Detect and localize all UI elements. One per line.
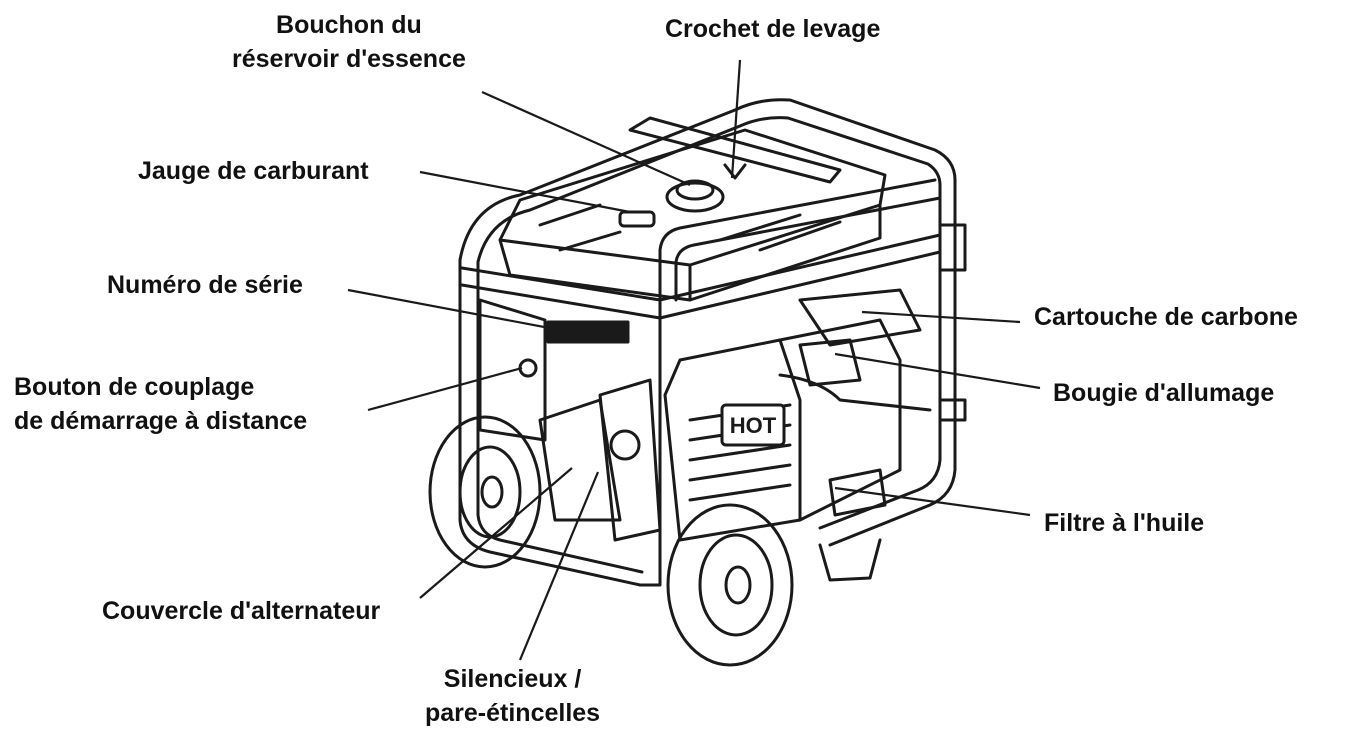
leader-lines <box>347 59 1041 661</box>
logo-badge <box>720 403 786 447</box>
fuel-gauge <box>618 210 656 228</box>
tank-rib <box>538 203 602 227</box>
label-bougie: Bougie d'allumage <box>1053 379 1275 407</box>
leader-silencieux <box>518 471 600 661</box>
remote-start-button <box>518 358 538 378</box>
frame-tube <box>818 183 942 530</box>
muffler <box>598 378 662 542</box>
fuel-cap-top <box>675 179 715 201</box>
label-bouton-line2: de démarrage à distance <box>14 407 308 435</box>
label-cartouche: Cartouche de carbone <box>1034 303 1298 331</box>
label-crochet: Crochet de levage <box>665 15 881 43</box>
leader-filtre <box>834 486 1031 517</box>
label-jauge: Jauge de carburant <box>138 157 369 185</box>
control-panel <box>478 298 547 442</box>
left-wheel-hub <box>458 445 522 539</box>
lifting-hook <box>723 163 747 180</box>
right-wheel-hub <box>698 533 774 637</box>
engine-fin <box>688 463 792 482</box>
logo-text: HOT <box>730 413 777 438</box>
side-bracket <box>938 223 967 272</box>
frame-tube <box>476 116 942 264</box>
tray <box>460 250 942 320</box>
leader-numero <box>347 288 561 332</box>
leader-bouchon <box>481 90 691 187</box>
label-bouton: Bouton de couplage de démarrage à distan… <box>14 370 307 438</box>
frame-tube <box>828 178 957 547</box>
leader-bougie <box>834 352 1041 390</box>
support-foot <box>818 538 882 582</box>
label-bouchon-line2: réservoir d'essence <box>232 45 466 73</box>
label-filtre: Filtre à l'huile <box>1044 509 1205 537</box>
label-numero: Numéro de série <box>107 271 303 299</box>
leader-couvercle <box>419 467 573 599</box>
tank-rib <box>558 230 622 252</box>
engine-fin <box>688 443 792 462</box>
label-couvercle: Couvercle d'alternateur <box>102 597 381 625</box>
carbon-cartridge <box>798 288 922 347</box>
leader-cartouche <box>861 310 1021 324</box>
frame-tube <box>658 178 937 302</box>
tray <box>460 233 942 302</box>
label-silencieux-line2: pare-étincelles <box>425 699 601 727</box>
tank-rib <box>758 220 842 252</box>
leader-bouton <box>367 366 523 412</box>
side-bracket <box>938 398 967 422</box>
oil-filter <box>828 468 887 517</box>
frame-tube <box>674 196 942 302</box>
tank-rib <box>718 213 802 242</box>
fuel-tank-side <box>498 238 692 302</box>
leader-jauge <box>419 170 631 214</box>
engine-fin <box>688 483 792 502</box>
leader-crochet <box>730 59 742 179</box>
frame-tube <box>458 98 957 262</box>
label-silencieux: Silencieux / pare-étincelles <box>425 662 600 730</box>
label-bouchon: Bouchon du réservoir d'essence <box>232 8 466 76</box>
muffler-outlet <box>609 429 641 461</box>
frame-tube <box>458 258 662 587</box>
left-wheel <box>428 415 542 569</box>
left-wheel-cap <box>480 475 504 509</box>
lifting-bar <box>628 116 842 184</box>
fuel-cap <box>665 181 725 213</box>
label-bouton-line1: Bouton de couplage <box>14 373 255 401</box>
label-bouchon-line1: Bouchon du <box>276 11 422 39</box>
frame-tube <box>476 260 644 574</box>
spark-plug-area <box>798 338 862 387</box>
serial-plate <box>546 320 630 344</box>
label-silencieux-line1: Silencieux / <box>443 665 582 693</box>
engine <box>778 318 902 522</box>
exhaust-pipe <box>778 373 932 412</box>
right-wheel-cap <box>724 565 752 605</box>
right-wheel <box>666 503 794 667</box>
